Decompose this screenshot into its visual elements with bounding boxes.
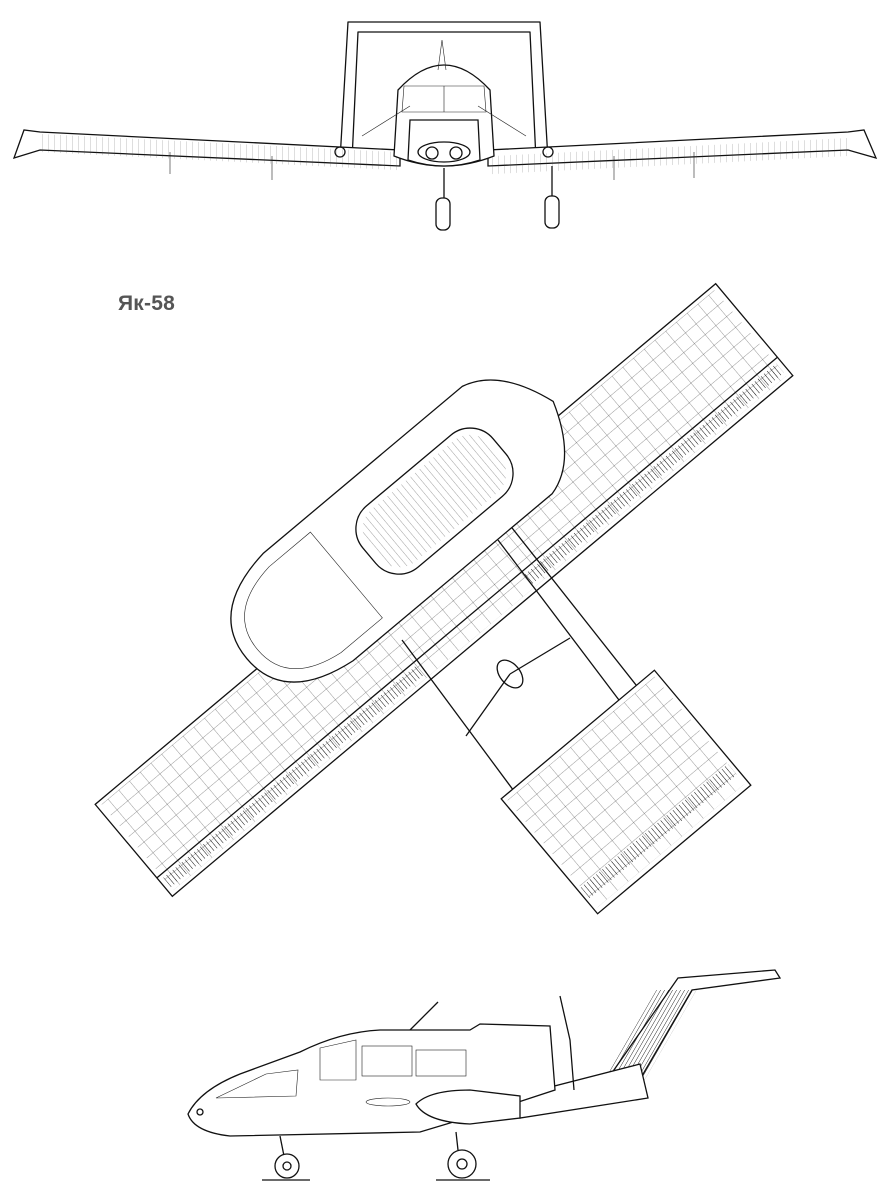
- aircraft-title: Як-58: [118, 292, 175, 315]
- top-view: [94, 282, 794, 915]
- front-view: [12, 21, 878, 231]
- side-view: [187, 969, 782, 1181]
